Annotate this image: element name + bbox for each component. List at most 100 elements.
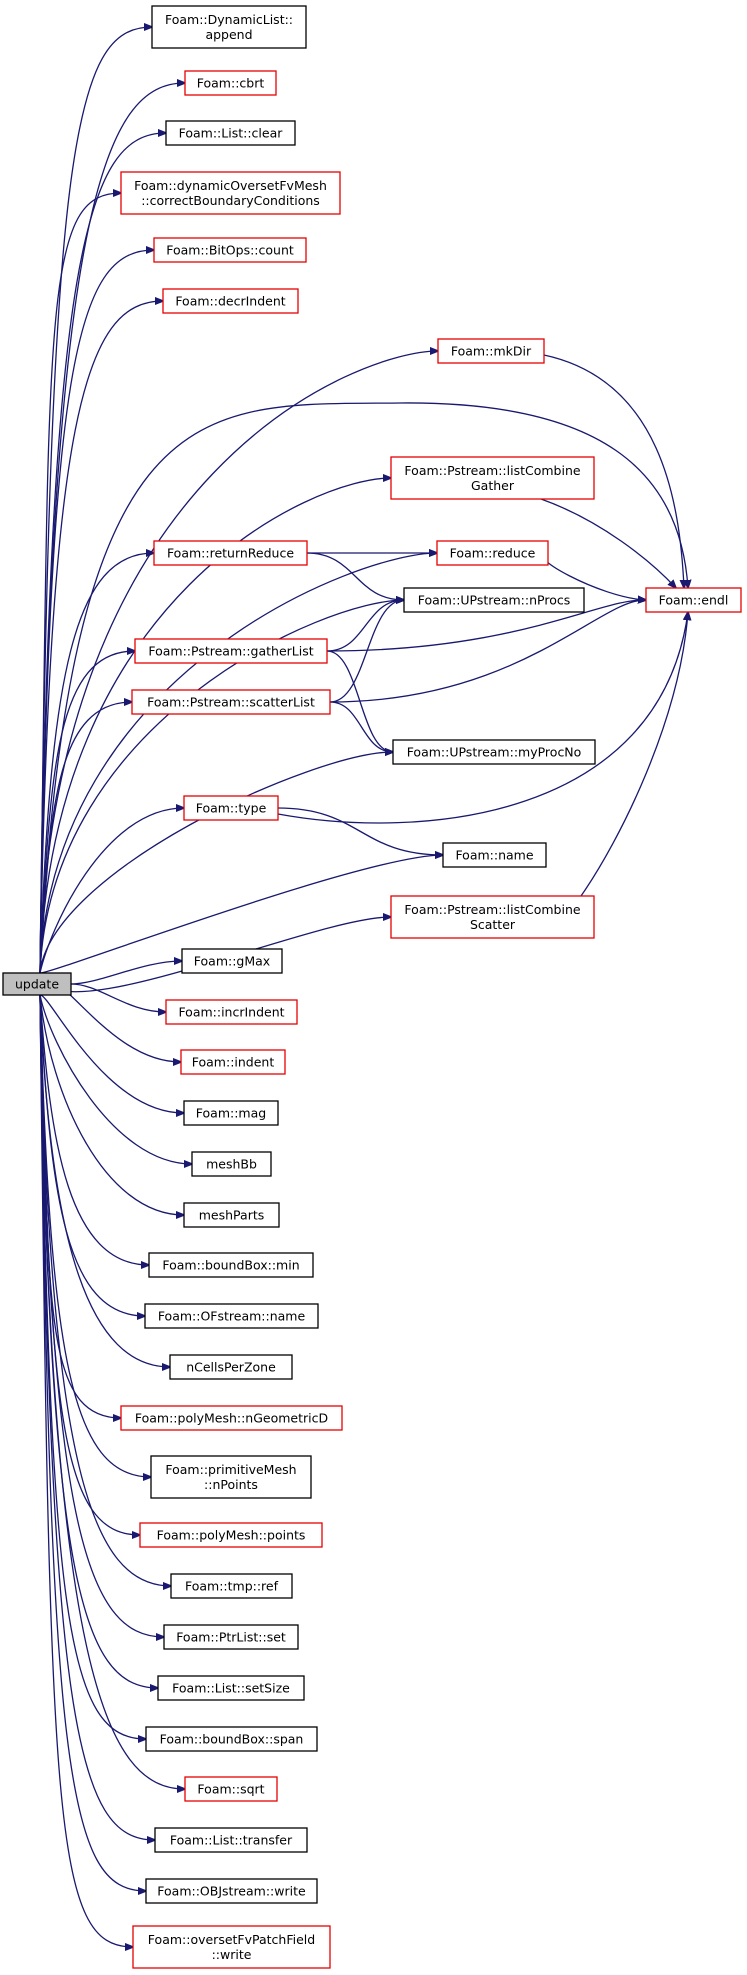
edge-root-to-scatter	[39, 702, 132, 974]
node-append[interactable]: Foam::DynamicList::append	[151, 5, 307, 49]
edge-root-to-type	[39, 808, 184, 974]
edge-root-to-retred	[39, 553, 154, 974]
node-label: Foam::name	[455, 848, 533, 863]
node-box	[183, 1202, 280, 1228]
node-label: Foam::dynamicOversetFvMesh	[134, 178, 327, 193]
node-label: append	[205, 27, 252, 42]
edge-root-to-decr	[39, 301, 163, 974]
node-label: Foam::PtrList::set	[176, 1630, 286, 1645]
node-box	[144, 1303, 319, 1329]
node-label: Foam::boundBox::span	[160, 1732, 304, 1747]
node-box	[148, 1252, 314, 1278]
node-box	[145, 1878, 318, 1904]
node-box	[392, 739, 596, 765]
node-type[interactable]: Foam::type	[183, 795, 279, 821]
edge-scatter-to-nprocs	[329, 600, 404, 703]
node-npoints[interactable]: Foam::primitiveMesh::nPoints	[150, 1455, 312, 1499]
node-retred[interactable]: Foam::returnReduce	[153, 540, 308, 566]
node-label: Foam::returnReduce	[167, 546, 294, 561]
node-box	[139, 1522, 323, 1548]
node-transfer[interactable]: Foam::List::transfer	[154, 1827, 308, 1853]
root-node-update[interactable]: update	[2, 972, 72, 996]
edge-root-to-meshparts	[39, 994, 184, 1215]
node-points[interactable]: Foam::polyMesh::points	[139, 1522, 323, 1548]
node-label: Foam::List::transfer	[170, 1833, 293, 1848]
node-label: Foam::decrIndent	[175, 294, 285, 309]
node-label: Foam::primitiveMesh	[165, 1462, 296, 1477]
node-box	[165, 999, 298, 1025]
node-ofname[interactable]: Foam::OFstream::name	[144, 1303, 319, 1329]
edge-root-to-endl	[39, 402, 688, 974]
node-label: Foam::polyMesh::nGeometricD	[135, 1411, 328, 1426]
node-box	[183, 795, 279, 821]
node-box	[134, 638, 328, 664]
node-label: Foam::Pstream::listCombine	[404, 902, 580, 917]
node-label: Foam::OBJstream::write	[157, 1884, 306, 1899]
node-cbrt[interactable]: Foam::cbrt	[184, 70, 277, 96]
node-setsize[interactable]: Foam::List::setSize	[157, 1675, 305, 1701]
node-ovwrite[interactable]: Foam::oversetFvPatchField::write	[132, 1925, 331, 1969]
node-mkdir[interactable]: Foam::mkDir	[437, 338, 545, 364]
node-label: Foam::List::setSize	[172, 1681, 290, 1696]
node-meshparts[interactable]: meshParts	[183, 1202, 280, 1228]
node-label: Foam::boundBox::min	[162, 1258, 299, 1273]
edge-root-to-mag	[39, 994, 184, 1113]
node-endl[interactable]: Foam::endl	[645, 587, 742, 613]
node-indent[interactable]: Foam::indent	[180, 1049, 286, 1075]
node-box	[150, 1455, 312, 1499]
node-name[interactable]: Foam::name	[442, 842, 547, 868]
node-myproc[interactable]: Foam::UPstream::myProcNo	[392, 739, 596, 765]
node-nprocs[interactable]: Foam::UPstream::nProcs	[403, 587, 585, 613]
node-sqrt[interactable]: Foam::sqrt	[184, 1776, 278, 1802]
node-ngeo[interactable]: Foam::polyMesh::nGeometricD	[120, 1405, 343, 1431]
node-ncells[interactable]: nCellsPerZone	[169, 1354, 293, 1380]
node-box	[120, 171, 341, 215]
node-box	[151, 5, 307, 49]
node-box	[163, 1624, 299, 1650]
edge-root-to-ovwrite	[39, 994, 133, 1947]
node-label: Foam::Pstream::listCombine	[404, 463, 580, 478]
node-span[interactable]: Foam::boundBox::span	[145, 1726, 318, 1752]
node-box	[2, 972, 72, 996]
node-scatter[interactable]: Foam::Pstream::scatterList	[131, 689, 331, 715]
node-gather[interactable]: Foam::Pstream::gatherList	[134, 638, 328, 664]
node-ref[interactable]: Foam::tmp::ref	[170, 1573, 293, 1599]
edge-root-to-mkdir	[39, 351, 438, 974]
node-decr[interactable]: Foam::decrIndent	[162, 288, 299, 314]
node-count[interactable]: Foam::BitOps::count	[153, 237, 307, 263]
node-label: Foam::Pstream::scatterList	[147, 695, 315, 710]
node-box	[180, 1049, 286, 1075]
node-box	[170, 1573, 293, 1599]
node-correct[interactable]: Foam::dynamicOversetFvMesh::correctBound…	[120, 171, 341, 215]
node-box	[183, 1100, 279, 1126]
node-objwrite[interactable]: Foam::OBJstream::write	[145, 1878, 318, 1904]
node-label: Foam::mkDir	[451, 344, 532, 359]
node-clear[interactable]: Foam::List::clear	[165, 120, 296, 146]
edge-root-to-bbmin	[39, 994, 149, 1265]
node-meshbb[interactable]: meshBb	[191, 1151, 272, 1177]
node-box	[157, 1675, 305, 1701]
edges-layer	[39, 27, 688, 1947]
edge-root-to-ncells	[39, 994, 170, 1367]
edge-root-to-reduce	[39, 553, 437, 974]
node-label: ::write	[212, 1947, 252, 1962]
node-label: nCellsPerZone	[186, 1360, 276, 1375]
edge-retred-to-nprocs	[306, 552, 404, 600]
node-box	[154, 1827, 308, 1853]
node-box	[191, 1151, 272, 1177]
edge-root-to-gather	[39, 651, 135, 974]
edge-root-to-append	[39, 27, 152, 974]
node-bbmin[interactable]: Foam::boundBox::min	[148, 1252, 314, 1278]
edge-lcg-to-endl	[540, 498, 676, 588]
edge-root-to-objwrite	[39, 994, 146, 1891]
node-mag[interactable]: Foam::mag	[183, 1100, 279, 1126]
edge-gather-to-endl	[326, 600, 646, 652]
node-set[interactable]: Foam::PtrList::set	[163, 1624, 299, 1650]
node-gmax[interactable]: Foam::gMax	[181, 948, 283, 974]
node-label: Foam::UPstream::myProcNo	[407, 745, 582, 760]
node-incr[interactable]: Foam::incrIndent	[165, 999, 298, 1025]
node-reduce[interactable]: Foam::reduce	[436, 540, 549, 566]
